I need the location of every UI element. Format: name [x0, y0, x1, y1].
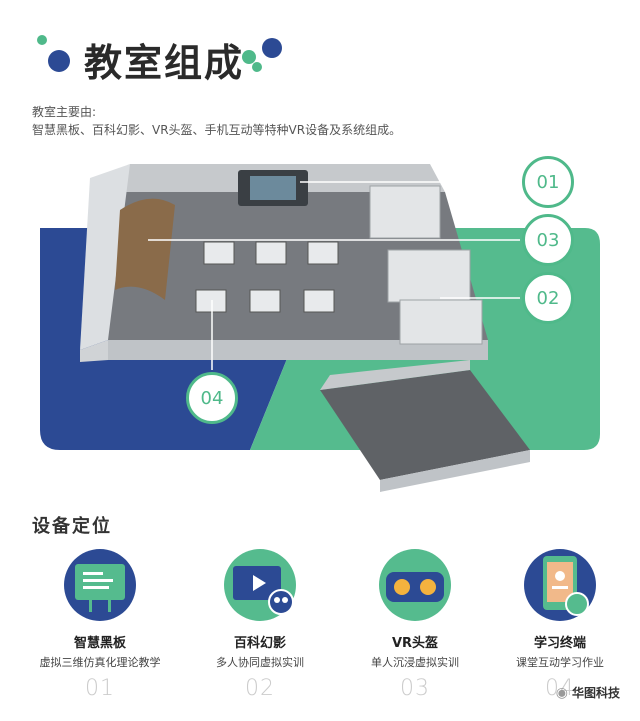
room-corner [80, 340, 108, 362]
feature-item: 学习终端 课堂互动学习作业 04 [490, 544, 630, 701]
callout-01: 01 [522, 156, 574, 208]
callout-03: 03 [522, 214, 574, 266]
deco-dot [262, 38, 282, 58]
desk [255, 241, 287, 265]
feature-desc: 课堂互动学习作业 [516, 656, 604, 669]
desk [195, 289, 227, 313]
deco-dot [48, 50, 70, 72]
blackboard-screen [250, 176, 296, 200]
feature-number: 04 [545, 676, 575, 701]
feature-item: VR头盔 单人沉浸虚拟实训 03 [345, 544, 485, 701]
feature-item: 百科幻影 多人协同虚拟实训 02 [190, 544, 330, 701]
callout-04: 04 [186, 372, 238, 424]
intro-line: 智慧黑板、百科幻影、VR头盔、手机互动等特种VR设备及系统组成。 [32, 123, 402, 137]
watermark: ◉ 华图科技 [556, 684, 620, 701]
deco-dot [242, 50, 256, 64]
classroom-drawing [40, 164, 600, 492]
cubicle [387, 249, 471, 303]
deco-dot [37, 35, 47, 45]
callout-02: 02 [522, 272, 574, 324]
feature-number: 02 [245, 676, 275, 701]
intro-text: 教室主要由: 智慧黑板、百科幻影、VR头盔、手机互动等特种VR设备及系统组成。 [32, 103, 401, 139]
desk [249, 289, 281, 313]
page-title: 教室组成 [84, 41, 245, 85]
desk [203, 241, 235, 265]
desk [307, 241, 339, 265]
curved-screen [115, 198, 175, 300]
feature-name: 百科幻影 [233, 636, 286, 651]
classroom-illustration: 01 03 02 04 [0, 150, 640, 502]
vr-headset-icon [374, 544, 456, 626]
room-left-wall [80, 164, 130, 350]
mini-room-wall [320, 360, 470, 390]
cubicle [399, 299, 483, 345]
intro-line: 教室主要由: [32, 105, 97, 119]
mini-room-floor [320, 370, 530, 480]
tablet-icon [519, 544, 601, 626]
wechat-icon: ◉ [555, 684, 568, 701]
feature-desc: 虚拟三维仿真化理论教学 [39, 656, 161, 669]
whiteboard-icon [59, 544, 141, 626]
feature-list: 智慧黑板 虚拟三维仿真化理论教学 01 百科幻影 多人协同虚拟实训 02 [30, 544, 630, 714]
feature-name: VR头盔 [391, 636, 439, 651]
video-screen-icon [219, 544, 301, 626]
desk [303, 289, 335, 313]
feature-item: 智慧黑板 虚拟三维仿真化理论教学 01 [30, 544, 170, 701]
desks [195, 241, 339, 313]
feature-name: 学习终端 [533, 636, 586, 651]
feature-desc: 多人协同虚拟实训 [216, 656, 304, 669]
mini-room-edge [380, 450, 530, 492]
feature-number: 03 [400, 676, 430, 701]
deco-dot [252, 62, 262, 72]
feature-desc: 单人沉浸虚拟实训 [371, 656, 459, 669]
feature-name: 智慧黑板 [73, 636, 126, 651]
watermark-text: 华图科技 [571, 686, 620, 700]
room-front-edge [108, 340, 488, 360]
feature-number: 01 [85, 676, 115, 701]
section-title: 设备定位 [32, 516, 112, 537]
cubicle [369, 185, 441, 239]
